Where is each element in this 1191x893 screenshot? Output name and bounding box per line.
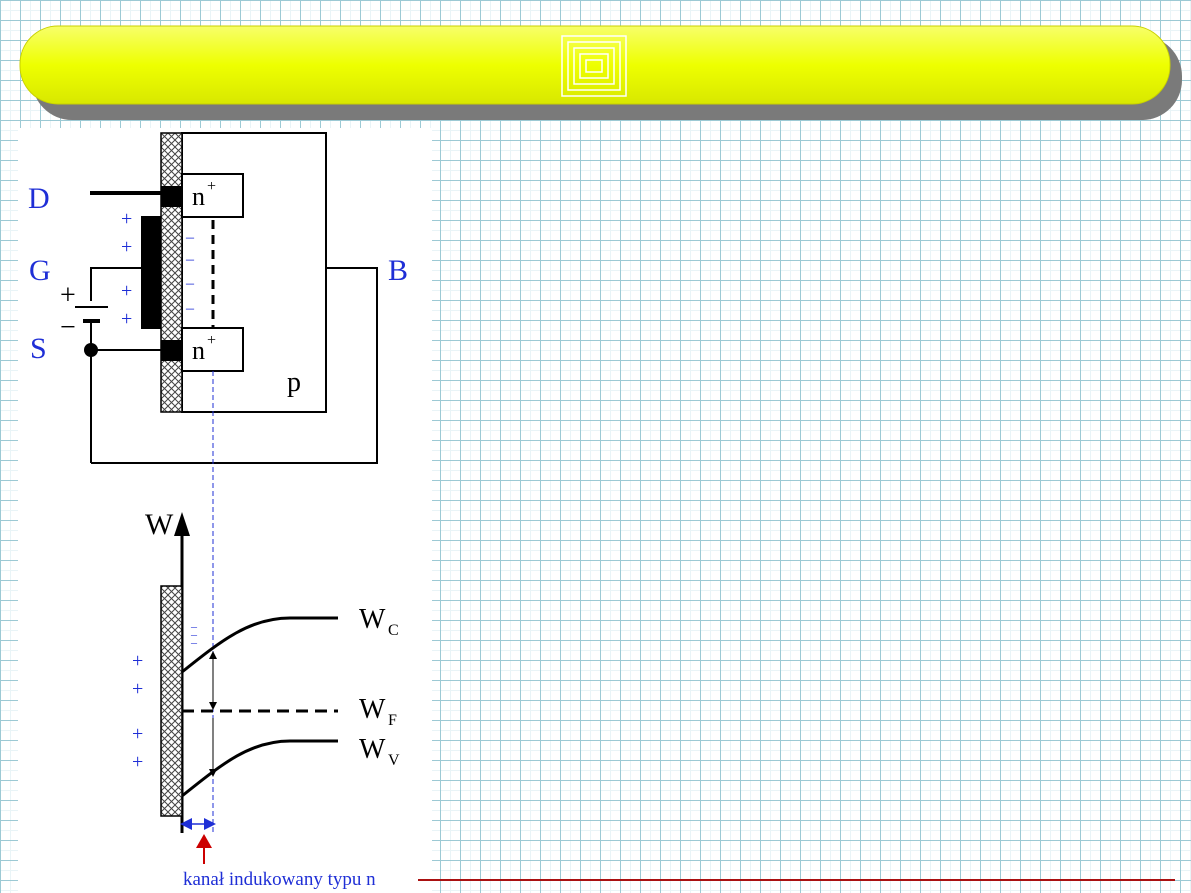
channel-charges: – – – – — [185, 229, 195, 317]
band-charge-2: + — [132, 678, 143, 700]
substrate-label: p — [287, 367, 301, 398]
energy-axis-arrow — [174, 512, 190, 536]
valence-band — [181, 739, 338, 798]
band-charge-1: + — [132, 650, 143, 672]
fermi-level-sub: F — [388, 712, 397, 729]
drain-contact — [161, 186, 182, 207]
gate-charges: + + + + — [121, 208, 132, 330]
source-region-n: n — [192, 336, 205, 365]
label-drain: D — [28, 182, 50, 215]
channel-charge-3: – — [185, 275, 195, 292]
gate-charge-4: + — [121, 308, 132, 330]
band-oxide — [160, 585, 183, 817]
surface-electron-1: – — [190, 619, 198, 633]
battery-minus-sign: − — [60, 312, 76, 343]
channel-pointer-head — [196, 834, 212, 848]
surface-electrons: – – – — [190, 619, 198, 649]
title-bar — [19, 25, 1182, 120]
valence-band-w: W — [359, 734, 386, 765]
gate-charge-1: + — [121, 208, 132, 230]
title-bar-ornament — [561, 35, 627, 97]
gate-wire — [90, 267, 141, 301]
source-region-sup: + — [207, 332, 216, 349]
gate-charge-3: + — [121, 280, 132, 302]
conduction-band-label: W C — [359, 604, 399, 639]
channel-caption: kanał indukowany typu n — [183, 869, 376, 890]
label-body: B — [388, 254, 408, 287]
battery-plus-sign: + — [60, 280, 76, 311]
drain-region-n: n — [192, 182, 205, 211]
band-surface-charges: + + + + — [132, 650, 143, 773]
drain-region-sup: + — [207, 178, 216, 195]
body-wire — [91, 267, 378, 464]
conduction-band — [181, 616, 338, 674]
label-gate: G — [29, 254, 51, 287]
surface-electron-2: – — [190, 627, 198, 641]
surface-electron-3: – — [190, 635, 198, 649]
title-bar-body — [19, 25, 1171, 105]
band-charge-3: + — [132, 723, 143, 745]
gate-electrode — [141, 216, 161, 329]
channel-charge-2: – — [185, 251, 195, 268]
fermi-level-w: W — [359, 694, 386, 725]
energy-axis-label: W — [145, 508, 174, 541]
channel-charge-1: – — [185, 229, 195, 246]
drain-region-label: n + — [192, 178, 216, 211]
source-region-label: n + — [192, 332, 216, 365]
channel-charge-4: – — [185, 300, 195, 317]
fermi-level-label: W F — [359, 694, 397, 729]
source-node — [84, 343, 98, 357]
band-charge-4: + — [132, 751, 143, 773]
source-contact — [161, 340, 182, 361]
valence-band-sub: V — [388, 752, 400, 769]
valence-band-label: W V — [359, 734, 400, 769]
label-source: S — [30, 332, 47, 365]
gate-charge-2: + — [121, 236, 132, 258]
conduction-band-sub: C — [388, 622, 399, 639]
gate-oxide — [160, 132, 183, 413]
conduction-band-w: W — [359, 604, 386, 635]
